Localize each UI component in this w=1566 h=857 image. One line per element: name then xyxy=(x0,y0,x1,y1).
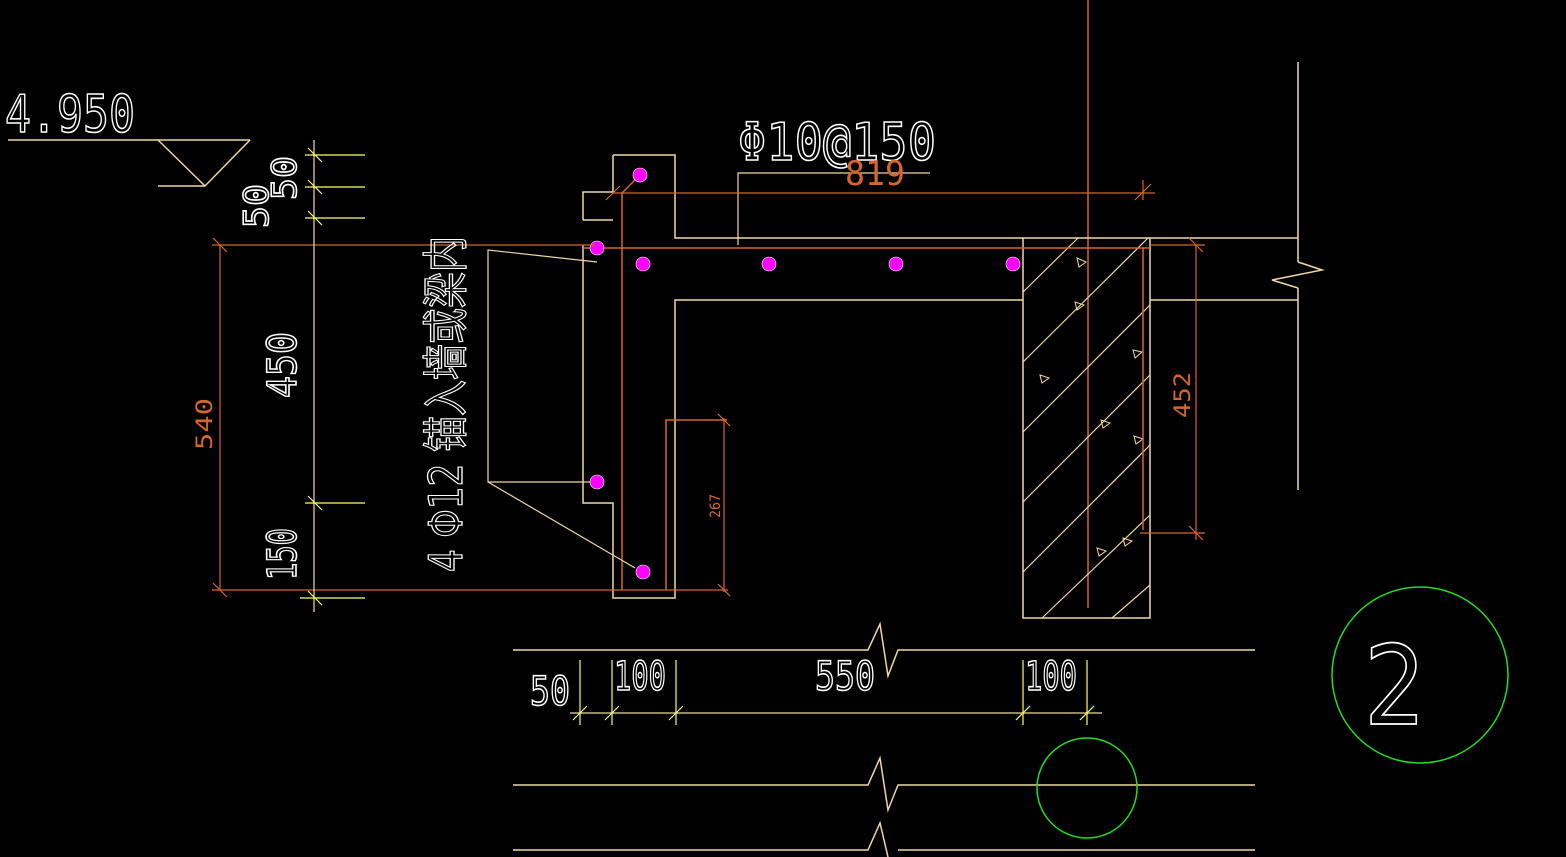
rebar-spec-label: Φ10@150 xyxy=(738,113,936,173)
wall-height-label: 452 xyxy=(1171,372,1196,418)
hook-dimension xyxy=(717,413,731,597)
concrete-section-outline xyxy=(582,154,1298,599)
total-height-dimension xyxy=(212,237,728,598)
section-number: 2 xyxy=(1364,622,1426,750)
rebar-dot xyxy=(761,256,777,272)
rebar-dot xyxy=(589,240,605,256)
elevation-marker: 4.950 xyxy=(4,84,251,188)
dim-bottom-d: 100 xyxy=(1025,654,1077,700)
dim-bottom: 150 xyxy=(260,528,306,580)
rebar-dot xyxy=(589,474,605,490)
rebar-spec-leader xyxy=(737,172,930,245)
hook-length-label: 267 xyxy=(708,494,724,518)
rebar-dot xyxy=(635,564,651,580)
existing-wall-right xyxy=(1271,62,1325,490)
anchor-note: 4 Φ12 锚入墙或梁内 xyxy=(419,236,473,572)
elevation-label: 4.950 xyxy=(5,85,135,145)
bottom-break-lines xyxy=(513,621,1255,857)
section-number-marker: 2 xyxy=(1331,586,1509,764)
dim-bottom-c: 550 xyxy=(815,654,875,700)
rebar-dot xyxy=(888,256,904,272)
total-height-label: 540 xyxy=(193,398,218,450)
dim-top-b: 50 xyxy=(265,156,305,200)
wall-height-dimension xyxy=(1140,237,1205,541)
hatched-wall xyxy=(1022,237,1151,619)
anchor-note-leaders xyxy=(487,249,636,569)
dim-top-a: 50 xyxy=(237,184,277,228)
dim-bottom-a: 50 xyxy=(530,669,570,715)
span-dimension xyxy=(605,180,1155,201)
axis-grid-circle xyxy=(1036,737,1138,839)
rebar-dot xyxy=(635,256,651,272)
left-dimension-chain xyxy=(300,140,365,612)
dim-mid: 450 xyxy=(260,332,306,398)
span-dimension-label: 819 xyxy=(845,154,905,194)
dim-bottom-b: 100 xyxy=(614,654,666,700)
bottom-dimension-chain xyxy=(570,660,1102,725)
rebar-dots xyxy=(589,167,1021,580)
rebar-dot xyxy=(632,167,648,183)
rebar-dot xyxy=(1005,256,1021,272)
